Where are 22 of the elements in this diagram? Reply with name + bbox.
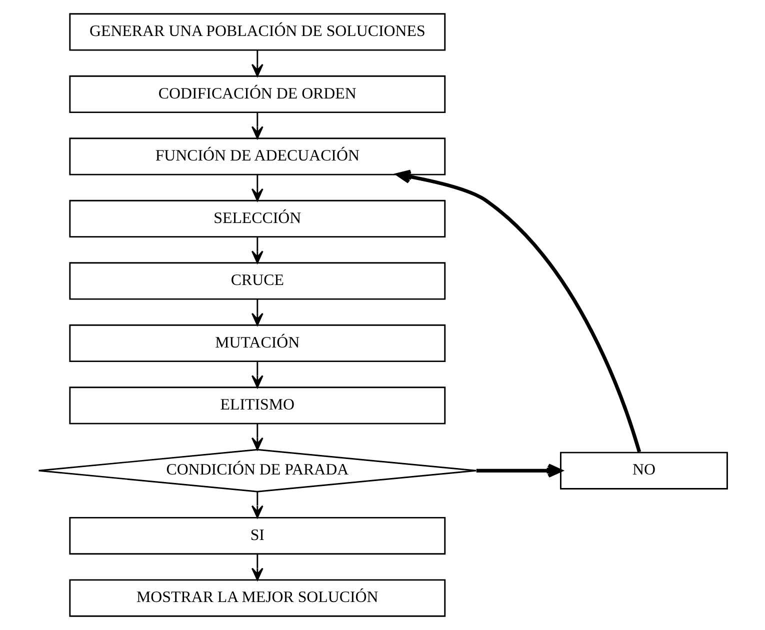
node-box: CRUCE (68, 262, 446, 300)
node-box: SELECCIÓN (68, 200, 446, 238)
arrow (250, 299, 263, 326)
node-box: ELITISMO (68, 386, 446, 424)
arrow (250, 424, 263, 450)
node-diamond: CONDICIÓN DE PARADA (38, 448, 476, 492)
arrow (250, 362, 263, 388)
node-box: GENERAR UNA POBLACIÓN DE SOLUCIONES (68, 13, 446, 51)
arrow (250, 174, 263, 202)
node-box: MOSTRAR LA MEJOR SOLUCIÓN (68, 579, 446, 617)
arrow (476, 464, 562, 478)
arrow (250, 492, 263, 518)
node-box: NO (560, 452, 728, 490)
arrow (250, 112, 263, 140)
node-box: MUTACIÓN (68, 324, 446, 362)
arrow (396, 170, 641, 452)
node-box: CODIFICACIÓN DE ORDEN (68, 75, 446, 114)
arrow (250, 237, 263, 264)
node-box: SI (68, 516, 446, 555)
arrow (250, 554, 263, 581)
node-box: FUNCIÓN DE ADECUACIÓN (68, 138, 446, 176)
arrow (250, 50, 263, 77)
